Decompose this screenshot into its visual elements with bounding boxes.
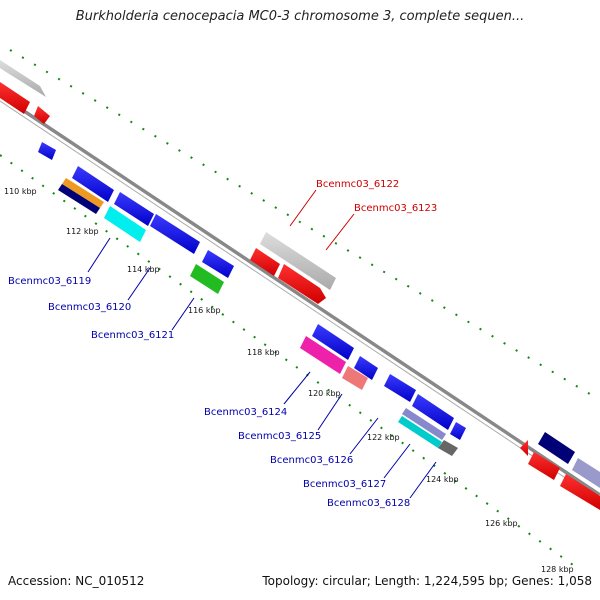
tick-labels: 110 kbp 112 kbp 114 kbp 116 kbp 118 kbp … [4, 187, 574, 574]
tick-label: 120 kbp [308, 389, 341, 398]
feature-cyan-6127[interactable] [398, 416, 442, 448]
gene-label-6122[interactable]: Bcenmc03_6122 [316, 179, 399, 190]
feature-blue-arrow-small[interactable] [38, 142, 56, 160]
gene-label-6126[interactable]: Bcenmc03_6126 [270, 455, 353, 466]
feature-red-6122a[interactable] [250, 248, 280, 276]
topology-summary: Topology: circular; Length: 1,224,595 bp… [262, 574, 592, 588]
feature-magenta-6124[interactable] [300, 336, 346, 374]
feature-gray-right[interactable] [572, 458, 600, 488]
feature-rna-6122[interactable] [260, 232, 336, 290]
gene-label-6121[interactable]: Bcenmc03_6121 [91, 330, 174, 341]
feature-blue-6126b[interactable] [412, 394, 454, 430]
tick-label: 114 kbp [127, 265, 160, 274]
feature-navy-right[interactable] [538, 432, 575, 464]
tick-label: 110 kbp [4, 187, 37, 196]
gene-labels: Bcenmc03_6119 Bcenmc03_6120 Bcenmc03_612… [8, 179, 437, 509]
feature-red-left-arrow[interactable] [34, 106, 50, 124]
tick-label: 128 kbp [541, 565, 574, 574]
feature-mixed-6127[interactable] [402, 408, 446, 440]
feature-orange-6119[interactable] [62, 178, 104, 208]
feature-red-right-2[interactable] [560, 474, 600, 510]
feature-blue-6120a[interactable] [114, 192, 154, 226]
tick-label: 118 kbp [247, 348, 280, 357]
feature-blue-6125a[interactable] [354, 356, 378, 380]
gene-label-6120[interactable]: Bcenmc03_6120 [48, 302, 131, 313]
gene-label-6125[interactable]: Bcenmc03_6125 [238, 431, 321, 442]
feature-salmon-6125[interactable] [342, 366, 368, 390]
feature-blue-6126a[interactable] [384, 374, 416, 402]
genome-backbone [0, 93, 600, 502]
gene-label-6127[interactable]: Bcenmc03_6127 [303, 479, 386, 490]
leader-lines [87, 189, 437, 499]
inner-tick-ring [0, 154, 581, 571]
tick-label: 122 kbp [367, 433, 400, 442]
feature-green-6121[interactable] [190, 264, 224, 294]
tick-label: 112 kbp [66, 227, 99, 236]
inner-features [38, 142, 466, 456]
feature-red-left[interactable] [0, 82, 30, 114]
accession-text: Accession: NC_010512 [8, 574, 145, 588]
tick-label: 124 kbp [426, 475, 459, 484]
feature-blue-6124a[interactable] [312, 324, 354, 360]
feature-navy-6119[interactable] [58, 184, 100, 214]
feature-blue-6120b[interactable] [150, 214, 200, 254]
feature-rna-left[interactable] [0, 60, 46, 97]
feature-red-right-1[interactable] [528, 452, 560, 480]
tick-label: 126 kbp [485, 519, 518, 528]
map-title: Burkholderia cenocepacia MC0-3 chromosom… [75, 9, 525, 24]
feature-red-6123[interactable] [278, 264, 326, 304]
feature-blue-6121a[interactable] [202, 250, 234, 278]
feature-red-right-arrow[interactable] [520, 440, 528, 456]
feature-cyan-6120[interactable] [104, 206, 146, 242]
tick-label: 116 kbp [188, 306, 221, 315]
feature-blue-6119a[interactable] [72, 166, 114, 202]
forward-strand-features [0, 60, 600, 488]
gene-label-6124[interactable]: Bcenmc03_6124 [204, 407, 287, 418]
gene-label-6123[interactable]: Bcenmc03_6123 [354, 203, 437, 214]
gene-label-6119[interactable]: Bcenmc03_6119 [8, 276, 91, 287]
reverse-strand-features [0, 82, 600, 510]
feature-gray-6128[interactable] [438, 440, 458, 456]
gene-label-6128[interactable]: Bcenmc03_6128 [327, 498, 410, 509]
feature-blue-6126c[interactable] [450, 422, 466, 440]
